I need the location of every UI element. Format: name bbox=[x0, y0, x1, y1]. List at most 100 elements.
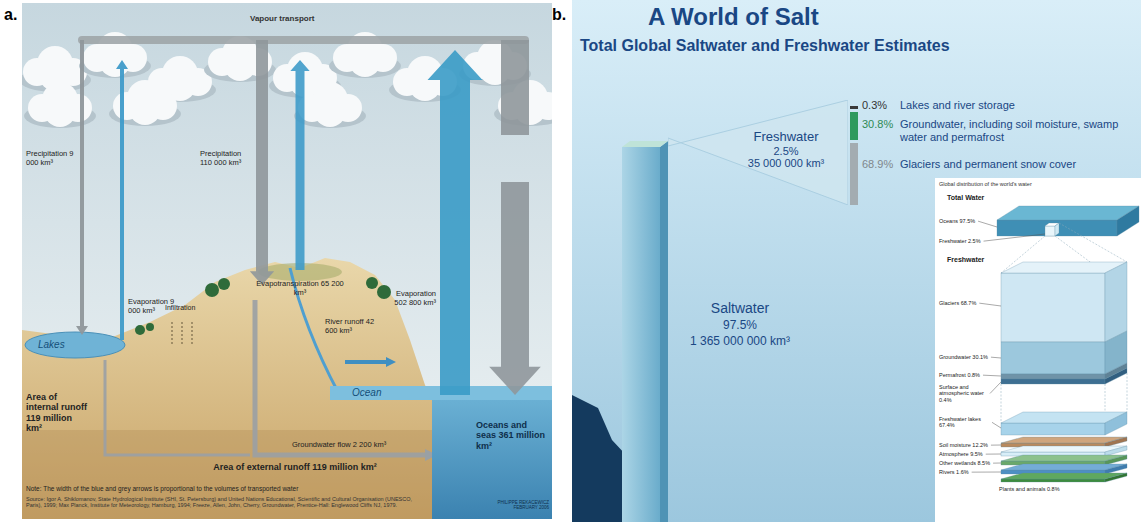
area-label: Area of internal runoff 119 million km² bbox=[26, 392, 88, 433]
soil-moisture-slab-side bbox=[1105, 437, 1127, 447]
leader-line bbox=[979, 303, 1001, 306]
inset-heading: Total Water bbox=[947, 194, 984, 202]
salt-water-illustration bbox=[572, 0, 1141, 522]
cloud-puff bbox=[349, 45, 381, 77]
leader-line bbox=[991, 357, 1001, 359]
freshwater-heading: Freshwater bbox=[753, 130, 818, 145]
leader-line bbox=[990, 382, 1001, 393]
freshwater-cube-side bbox=[1055, 223, 1059, 236]
precipitation-arrow bbox=[250, 40, 274, 285]
share-value: 30.8% bbox=[862, 118, 893, 131]
atmosphere-slab-side bbox=[1105, 446, 1127, 456]
freshwater-cap bbox=[622, 141, 668, 147]
saltwater-heading: Saltwater bbox=[685, 300, 795, 316]
flow-label: Precipitation 9 000 km³ bbox=[26, 150, 78, 167]
glaciers-bar bbox=[850, 143, 858, 205]
leader-line bbox=[983, 375, 1001, 377]
groundwater-layer bbox=[1001, 342, 1105, 374]
permafrost-layer bbox=[1001, 374, 1105, 379]
cloud bbox=[109, 80, 181, 126]
saltwater-share: 97.5% bbox=[685, 319, 795, 333]
surface-water-layer-side bbox=[1105, 368, 1127, 384]
tree bbox=[377, 285, 391, 299]
surface-water-layer bbox=[1001, 379, 1105, 384]
cloud-puff bbox=[224, 49, 256, 81]
wedge-shape bbox=[668, 100, 848, 205]
inset-label: Freshwater 2.5% bbox=[939, 238, 981, 244]
cloud-puff bbox=[44, 95, 76, 127]
flow-label: Evaporation 502 800 km³ bbox=[384, 290, 436, 307]
inset-label: Other wetlands 8.5% bbox=[939, 460, 990, 466]
freshwater-volume: 35 000 000 km³ bbox=[748, 157, 824, 170]
evapotranspiration-arrow bbox=[290, 60, 309, 270]
infiltration-mark bbox=[171, 322, 172, 345]
flow-label: Vapour transport bbox=[250, 14, 314, 23]
tree bbox=[366, 277, 378, 289]
inset-label: Groundwater 30.1% bbox=[939, 354, 988, 360]
process-label: Infiltration bbox=[165, 304, 195, 312]
plants-slab-side bbox=[1105, 473, 1127, 482]
source-note: Source: Igor A. Shiklomanov, State Hydro… bbox=[26, 496, 426, 509]
projection-line bbox=[1059, 223, 1127, 262]
share-value: 0.3% bbox=[862, 99, 887, 112]
precipitation-arrow bbox=[76, 40, 88, 335]
leader-line bbox=[978, 221, 997, 227]
share-label: Glaciers and permanent snow cover bbox=[900, 158, 1076, 171]
inset-heading: Freshwater bbox=[947, 256, 984, 264]
leader-line bbox=[992, 422, 1001, 428]
freshwater-cube bbox=[1045, 226, 1055, 236]
inset-label: Rivers 1.6% bbox=[939, 469, 969, 475]
freshwater-wedge: Freshwater2.5%35 000 000 km³ bbox=[668, 100, 848, 205]
projection-line bbox=[1001, 384, 1002, 423]
water-cycle-illustration bbox=[22, 3, 552, 519]
leader-line bbox=[991, 445, 1001, 446]
groundwater-line bbox=[105, 360, 250, 455]
subtitle: Total Global Saltwater and Freshwater Es… bbox=[580, 37, 950, 55]
tree bbox=[146, 323, 154, 331]
panel-letter: a. bbox=[4, 6, 17, 24]
inset-label: Permafrost 0.8% bbox=[939, 372, 980, 378]
inset-label: Freshwater lakes 67.4% bbox=[939, 416, 989, 429]
leader-line bbox=[972, 472, 1001, 473]
bedrock bbox=[22, 430, 432, 519]
sky-background bbox=[22, 3, 552, 519]
cloud-puff bbox=[99, 45, 131, 77]
inset-title: Global distribution of the world's water bbox=[939, 181, 1139, 187]
lake bbox=[25, 332, 125, 358]
precipitation-arrow bbox=[489, 182, 541, 395]
runoff-arrow bbox=[345, 360, 386, 364]
precipitation-shaft bbox=[501, 40, 529, 135]
wetlands-slab-side bbox=[1105, 455, 1127, 465]
glaciers-layer-side bbox=[1105, 262, 1127, 342]
credit: PHILIPPE REKACEWICZ FEBRUARY 2006 bbox=[497, 500, 549, 510]
infiltration-mark bbox=[191, 322, 192, 345]
share-value: 68.9% bbox=[862, 158, 893, 171]
leader-line bbox=[984, 234, 1045, 241]
flow-label: Evapotranspiration 65 200 km³ bbox=[250, 280, 350, 297]
flow-label: Groundwater flow 2 200 km³ bbox=[292, 441, 386, 450]
area-label: Oceans and seas 361 million km² bbox=[476, 420, 548, 451]
saltwater-volume: 1 365 000 000 km³ bbox=[670, 335, 810, 349]
vapour-band bbox=[78, 36, 529, 44]
lakes-slab bbox=[1001, 423, 1105, 435]
groundwater-bar bbox=[850, 112, 858, 140]
freshwater-share: 2.5% bbox=[773, 145, 798, 158]
leader-line bbox=[993, 463, 1001, 464]
flow-label: Precipitation 110 000 km³ bbox=[200, 150, 254, 167]
projection-line bbox=[1127, 373, 1128, 412]
share-label: Lakes and river storage bbox=[900, 99, 1015, 112]
inset-label: Oceans 97.5% bbox=[939, 218, 975, 224]
panel-letter: b. bbox=[552, 6, 566, 24]
ocean bbox=[432, 392, 552, 519]
panel-background bbox=[572, 0, 1141, 522]
area-label: Area of external runoff 119 million km² bbox=[200, 462, 390, 472]
leader-line bbox=[986, 454, 1001, 455]
share-label: Groundwater, including soil moisture, sw… bbox=[900, 118, 1136, 143]
ocean-slab-side bbox=[1117, 206, 1139, 236]
evaporation-arrow bbox=[116, 60, 128, 340]
evaporation-arrow bbox=[428, 50, 483, 395]
tree bbox=[218, 278, 230, 290]
panel-title: A World of Salt bbox=[648, 3, 819, 31]
lakes-slab-side bbox=[1105, 412, 1127, 435]
glaciers-layer bbox=[1001, 273, 1105, 342]
